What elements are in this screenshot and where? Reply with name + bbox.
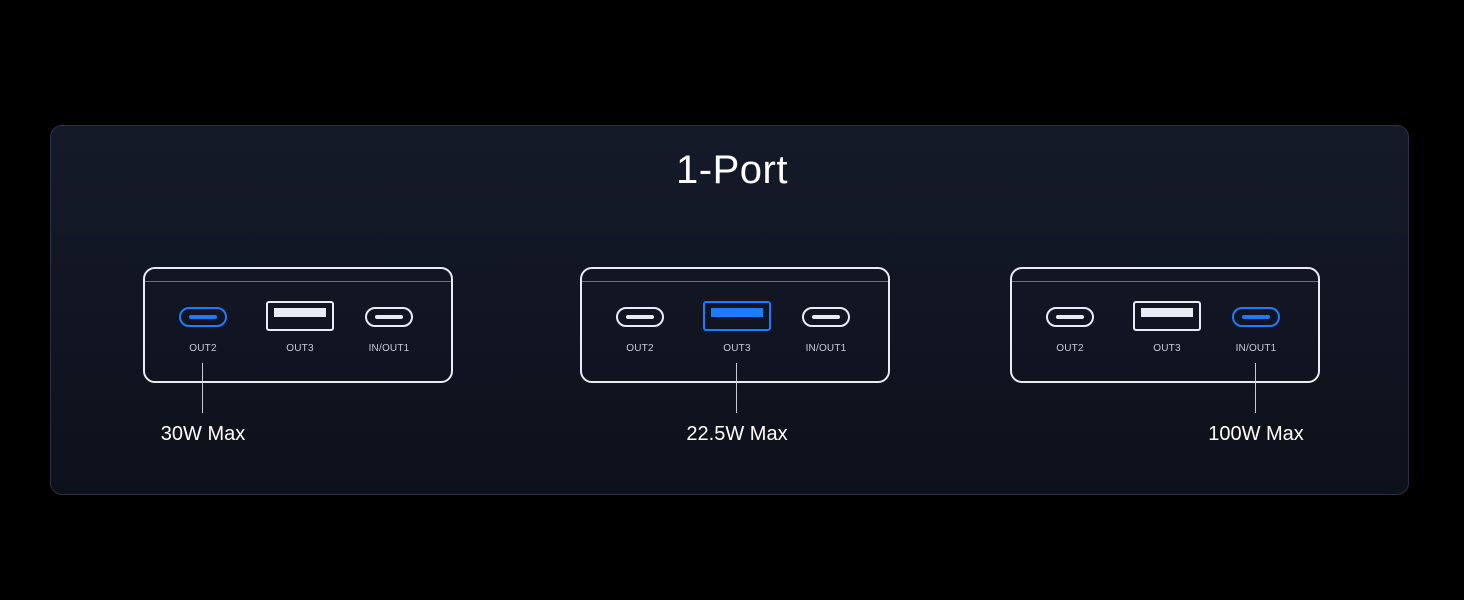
max-power-label: 22.5W Max — [686, 423, 788, 445]
usb-c-port-inout1 — [1232, 307, 1280, 327]
usb-a-port-out3 — [703, 301, 771, 331]
max-power-label: 100W Max — [1208, 423, 1304, 445]
leader-line — [736, 363, 737, 413]
port-label-out3: OUT3 — [1153, 343, 1181, 354]
port-label-out2: OUT2 — [1056, 343, 1084, 354]
port-label-inout1: IN/OUT1 — [1235, 343, 1277, 354]
power-bank-port-panel: OUT2 OUT3 IN/OUT1 — [580, 267, 890, 383]
leader-line — [202, 363, 203, 413]
usb-c-port-out2 — [1046, 307, 1094, 327]
usb-a-port-out3 — [1133, 301, 1201, 331]
device-seam — [145, 281, 451, 282]
device-seam — [1012, 281, 1318, 282]
power-bank-port-panel: OUT2 OUT3 IN/OUT1 — [143, 267, 453, 383]
port-label-inout1: IN/OUT1 — [805, 343, 847, 354]
usb-c-port-out2 — [179, 307, 227, 327]
device-seam — [582, 281, 888, 282]
usb-c-port-out2 — [616, 307, 664, 327]
panel-title: 1-Port — [676, 148, 788, 192]
leader-line — [1255, 363, 1256, 413]
usb-c-port-inout1 — [802, 307, 850, 327]
port-label-inout1: IN/OUT1 — [368, 343, 410, 354]
port-label-out3: OUT3 — [286, 343, 314, 354]
max-power-label: 30W Max — [160, 423, 246, 445]
usb-c-port-inout1 — [365, 307, 413, 327]
power-bank-port-panel: OUT2 OUT3 IN/OUT1 — [1010, 267, 1320, 383]
port-label-out2: OUT2 — [189, 343, 217, 354]
usb-a-port-out3 — [266, 301, 334, 331]
port-label-out3: OUT3 — [723, 343, 751, 354]
port-label-out2: OUT2 — [626, 343, 654, 354]
